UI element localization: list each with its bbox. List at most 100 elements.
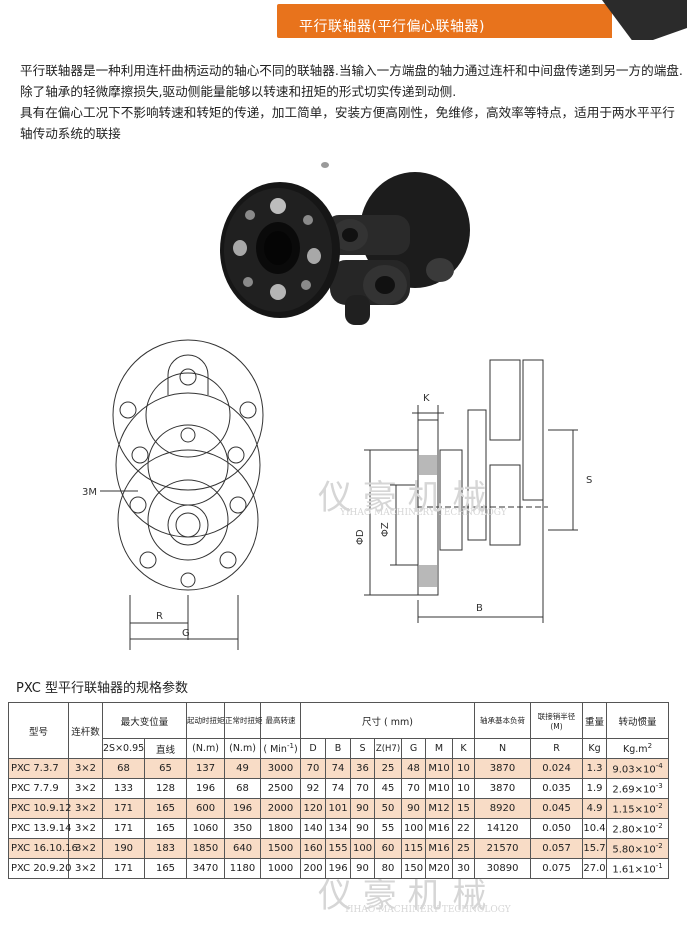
table-cell: 150 [401, 858, 427, 879]
table-cell: 1800 [260, 818, 302, 839]
table-cell: 1.3 [582, 758, 608, 779]
th-model: 型号 [8, 702, 69, 759]
th-r: R [530, 738, 584, 759]
th-k: K [452, 738, 476, 759]
label-phid: ΦD [355, 529, 366, 545]
inertia-exponent: -1 [655, 861, 663, 870]
table-cell-model: PXC 16.10.16 [8, 838, 78, 859]
technical-drawing: 3M R G K S ΦD ΦZ B [82, 339, 592, 650]
table-cell: 100 [350, 838, 376, 859]
table-cell: 200 [300, 858, 327, 879]
product-photo [220, 162, 470, 325]
th-straight: 直线 [143, 738, 188, 759]
table-cell: 65 [143, 758, 188, 779]
table-cell: 22 [452, 818, 476, 839]
table-cell: 1850 [186, 838, 226, 859]
th-normal-torque: 正常时扭矩 [224, 702, 263, 739]
table-cell: 171 [102, 818, 145, 839]
th-max-speed: 最高转速 [260, 702, 302, 739]
table-cell: 196 [325, 858, 352, 879]
table-cell: M10 [425, 758, 454, 779]
table-cell: 120 [300, 798, 327, 819]
table-cell: 0.035 [530, 778, 584, 799]
table-cell: 90 [350, 818, 376, 839]
table-cell-inertia: 1.15×10-2 [606, 798, 670, 819]
table-cell: 25 [452, 838, 476, 859]
table-cell: 90 [350, 858, 376, 879]
th-links: 连杆数 [68, 702, 103, 759]
table-cell: 15 [452, 798, 476, 819]
table-cell: 14120 [474, 818, 532, 839]
table-cell: 1180 [224, 858, 262, 879]
table-cell: 165 [143, 858, 188, 879]
table-cell: 3×2 [68, 858, 103, 879]
inertia-base: 2.69×10 [612, 784, 656, 796]
table-cell: M16 [425, 838, 454, 859]
table-cell: 3×2 [68, 798, 103, 819]
table-cell: 3×2 [68, 818, 103, 839]
table-cell: 196 [186, 778, 226, 799]
table-cell: 3×2 [68, 758, 103, 779]
label-b: B [476, 603, 483, 614]
th-unit-min: ( Min-1) [260, 738, 302, 759]
table-cell: 3870 [474, 758, 532, 779]
table-cell-model: PXC 13.9.14 [8, 818, 71, 839]
table-cell: 190 [102, 838, 145, 859]
table-cell: 27.0 [582, 858, 608, 879]
th-dimensions: 尺寸 ( mm) [300, 702, 476, 739]
th-unit-min-label: ( Min [263, 744, 287, 756]
table-cell: 0.024 [530, 758, 584, 779]
table-cell: 3000 [260, 758, 302, 779]
inertia-base: 2.80×10 [612, 824, 656, 836]
table-cell: M20 [425, 858, 454, 879]
table-cell: 165 [143, 798, 188, 819]
table-cell: 15.7 [582, 838, 608, 859]
table-cell: 25 [374, 758, 403, 779]
table-cell: 115 [401, 838, 427, 859]
table-cell: M12 [425, 798, 454, 819]
table-cell: 171 [102, 798, 145, 819]
inertia-exponent: -2 [655, 841, 663, 850]
table-cell: 1000 [260, 858, 302, 879]
table-cell-inertia: 2.80×10-2 [606, 818, 670, 839]
section-title: PXC 型平行联轴器的规格参数 [16, 681, 189, 696]
th-unit-min-end: ) [293, 744, 298, 756]
table-cell: 640 [224, 838, 262, 859]
th-unit-min-sup: -1 [286, 741, 294, 750]
table-cell: 600 [186, 798, 226, 819]
header-corner-decoration [602, 0, 687, 40]
inertia-exponent: -3 [655, 781, 663, 790]
table-cell: 183 [143, 838, 188, 859]
th-pin-radius-unit: (M) [550, 721, 563, 731]
watermark-bottom-cn: 仪 豪 机 械 [318, 876, 487, 916]
table-cell: 1.9 [582, 778, 608, 799]
table-cell: 100 [401, 818, 427, 839]
label-phiz: ΦZ [380, 522, 391, 537]
table-cell: 3×2 [68, 778, 103, 799]
table-cell: 74 [325, 758, 352, 779]
table-cell: 160 [300, 838, 327, 859]
table-cell: 0.045 [530, 798, 584, 819]
inertia-exponent: -4 [655, 761, 663, 770]
th-weight: 重量 [582, 702, 608, 739]
table-cell: 0.057 [530, 838, 584, 859]
th-g: G [401, 738, 427, 759]
table-cell: 10 [452, 778, 476, 799]
th-m: M [425, 738, 454, 759]
table-cell-model: PXC 7.3.7 [8, 758, 69, 779]
table-cell-model: PXC 20.9.20 [8, 858, 71, 879]
table-cell: 21570 [474, 838, 532, 859]
table-cell: M10 [425, 778, 454, 799]
table-cell: 133 [102, 778, 145, 799]
inertia-base: 1.61×10 [612, 864, 656, 876]
table-cell: 50 [374, 798, 403, 819]
th-inertia: 转动惯量 [606, 702, 670, 739]
table-cell: 90 [401, 798, 427, 819]
table-cell-inertia: 2.69×10-3 [606, 778, 670, 799]
table-cell: 2000 [260, 798, 302, 819]
table-cell: 4.9 [582, 798, 608, 819]
table-cell: 128 [143, 778, 188, 799]
th-pin-radius-label: 联接销半径 [537, 711, 576, 721]
